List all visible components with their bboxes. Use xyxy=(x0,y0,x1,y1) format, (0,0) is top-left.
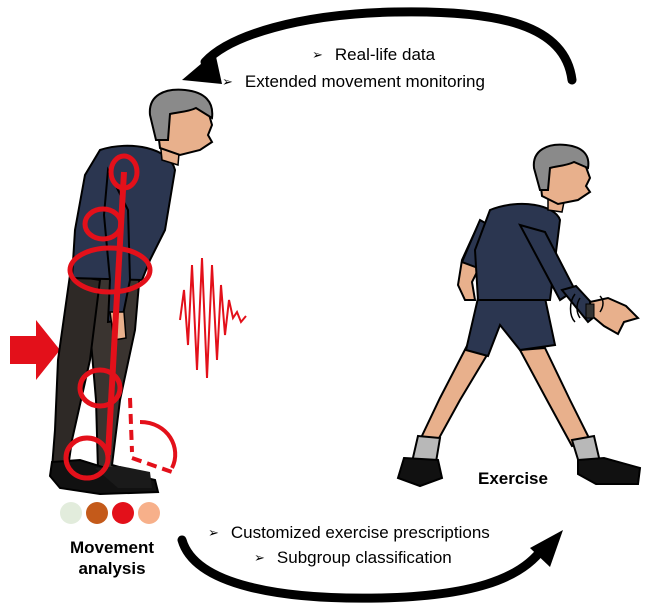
bottom-bullet-1-text: Customized exercise prescriptions xyxy=(231,523,490,543)
movement-analysis-line2: analysis xyxy=(50,558,174,579)
walking-person-figure xyxy=(398,145,640,486)
severity-dots xyxy=(60,502,160,524)
top-bullet-1-text: Real-life data xyxy=(335,45,435,65)
top-bullet-2: ➢ Extended movement monitoring xyxy=(222,72,485,92)
bottom-bullet-1: ➢ Customized exercise prescriptions xyxy=(208,523,490,543)
arrowhead-bullet-icon: ➢ xyxy=(254,550,265,566)
bottom-bullet-2: ➢ Subgroup classification xyxy=(254,548,452,568)
arrowhead-bullet-icon: ➢ xyxy=(208,525,219,541)
arrowhead-bullet-icon: ➢ xyxy=(312,47,323,63)
angle-indicator-icon xyxy=(130,398,175,472)
dot-2 xyxy=(86,502,108,524)
dot-1 xyxy=(60,502,82,524)
waveform-icon xyxy=(180,258,246,378)
bottom-bullet-2-text: Subgroup classification xyxy=(277,548,452,568)
movement-analysis-label: Movement analysis xyxy=(50,537,174,580)
input-arrow-icon xyxy=(10,320,60,380)
movement-analysis-line1: Movement xyxy=(50,537,174,558)
exercise-label-text: Exercise xyxy=(478,469,548,488)
top-bullet-2-text: Extended movement monitoring xyxy=(245,72,485,92)
dot-3 xyxy=(112,502,134,524)
top-bullet-1: ➢ Real-life data xyxy=(312,45,435,65)
arrowhead-bullet-icon: ➢ xyxy=(222,74,233,90)
dot-4 xyxy=(138,502,160,524)
exercise-label: Exercise xyxy=(478,468,548,489)
